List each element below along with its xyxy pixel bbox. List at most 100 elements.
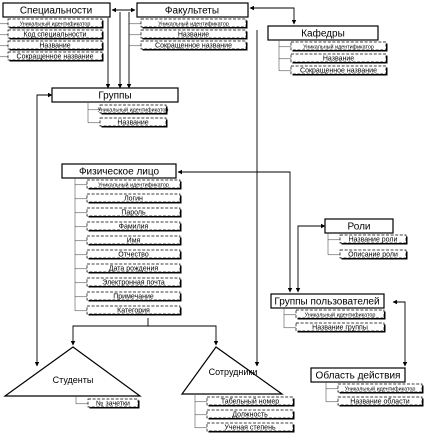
connector-fakultety-kafedry — [249, 5, 297, 25]
field-label: Название — [39, 42, 70, 49]
entity-header-box — [270, 293, 385, 309]
entity-header-box — [310, 367, 406, 383]
field-label: Название — [117, 119, 148, 126]
field-row: Название роли — [328, 234, 408, 245]
field-label: Описание роли — [348, 251, 398, 258]
field-row: Уникальный идентификатор — [279, 41, 388, 52]
entity-title: Группы — [98, 91, 131, 102]
field-box — [339, 234, 407, 244]
entity-title: Физическое лицо — [79, 167, 160, 178]
field-box — [86, 291, 181, 301]
connector-gruppy-studenty — [34, 92, 53, 367]
entity-title: Область действия — [316, 370, 401, 382]
field-box — [337, 383, 423, 393]
field-box — [206, 396, 294, 406]
field-row: Должность — [195, 409, 295, 420]
field-box — [99, 117, 167, 127]
field-row: Примечание — [75, 291, 182, 302]
field-row: Уникальный идентификатор — [0, 18, 104, 29]
field-box — [7, 51, 103, 61]
field-label: Уникальный идентификатор — [345, 385, 416, 392]
field-label: Уникальный идентификатор — [98, 181, 169, 188]
connector-fizlitso-gruppypolz — [177, 169, 293, 293]
field-row: Название — [279, 53, 388, 64]
field-box — [87, 398, 139, 408]
field-label: Пароль — [121, 209, 146, 216]
field-row: Название группы — [284, 322, 386, 333]
entity-kafedry[interactable]: Кафедры Уникальный идентификаторНазвание… — [267, 25, 388, 76]
field-box — [295, 309, 385, 319]
field-label: Фамилия — [119, 223, 149, 230]
connectors — [34, 5, 408, 367]
entity-title: Факультеты — [165, 6, 219, 17]
field-row: Название области — [326, 396, 424, 407]
field-box — [86, 221, 181, 231]
entity-title: Группы пользователей — [274, 297, 379, 308]
entity-title: Кафедры — [301, 28, 345, 40]
field-label: Электронная почта — [102, 279, 165, 286]
field-box — [7, 40, 103, 50]
field-box — [140, 18, 247, 28]
field-list: Уникальный идентификаторНазваниеСокращен… — [278, 40, 388, 76]
field-row: Код специальности — [0, 29, 104, 40]
triangle-shape — [3, 346, 142, 397]
entity-title: Студенты — [53, 375, 94, 385]
field-row: № зачетки — [76, 398, 140, 409]
field-row: Дата рождения — [75, 263, 182, 274]
field-box — [140, 29, 247, 39]
field-row: Название — [0, 40, 104, 51]
entity-gruppy-polzovateley[interactable]: Группы пользователей Уникальный идентифи… — [270, 293, 386, 333]
entity-oblast-deystviya[interactable]: Область действия Уникальный идентификато… — [310, 367, 424, 407]
field-row: Пароль — [75, 207, 182, 218]
field-box — [86, 249, 181, 259]
field-label: Сокращенное название — [155, 42, 232, 49]
entity-fiz-litso[interactable]: Физическое лицо Уникальный идентификатор… — [61, 163, 182, 316]
field-label: Дата рождения — [109, 265, 159, 272]
entity-studenty[interactable]: Студенты № зачетки — [3, 346, 142, 409]
field-label: Название группы — [312, 324, 368, 331]
field-label: Категория — [117, 307, 150, 314]
field-label: Уникальный идентификатор — [303, 43, 374, 50]
field-box — [99, 104, 167, 114]
field-list: Уникальный идентификаторЛогинПарольФамил… — [74, 178, 182, 316]
field-row: Сокращенное название — [279, 65, 388, 76]
field-row: Имя — [75, 235, 182, 246]
connector-fizlitso-studenty — [70, 318, 149, 346]
field-label: Сокращенное название — [300, 67, 377, 74]
field-box — [7, 29, 103, 39]
field-box — [86, 305, 181, 315]
field-box — [86, 207, 181, 217]
field-row: Отчество — [75, 249, 182, 260]
field-box — [86, 235, 181, 245]
field-box — [206, 409, 294, 419]
entity-title: Сотрудники — [209, 367, 258, 377]
field-label: Сокращенное название — [17, 53, 94, 60]
entity-header-box — [267, 25, 379, 41]
field-label: Отчество — [118, 251, 149, 258]
field-box — [86, 193, 181, 203]
field-row: Уникальный идентификатор — [284, 309, 386, 320]
entity-specialnosti[interactable]: Специальности Уникальный идентификаторКо… — [0, 2, 111, 62]
field-label: Табельный номер — [221, 397, 279, 405]
entity-sotrudniki[interactable]: Сотрудники Табельный номерДолжностьУчена… — [180, 346, 295, 433]
field-row: Описание роли — [328, 249, 408, 260]
field-row: Табельный номер — [195, 396, 295, 407]
entity-header-box — [136, 2, 249, 18]
field-label: Код специальности — [24, 31, 87, 38]
field-list: Уникальный идентификаторНазваниеСокращен… — [128, 17, 248, 51]
field-row: Логин — [75, 193, 182, 204]
connector-gruppypolz-oblast — [392, 299, 408, 367]
entity-fakultety[interactable]: Факультеты Уникальный идентификаторНазва… — [128, 2, 249, 51]
entity-header-box — [61, 163, 177, 179]
connector-fizlitso-sotrudniki — [148, 325, 219, 346]
field-row: Фамилия — [75, 221, 182, 232]
field-box — [86, 277, 181, 287]
field-row: Уникальный идентификатор — [326, 383, 424, 394]
